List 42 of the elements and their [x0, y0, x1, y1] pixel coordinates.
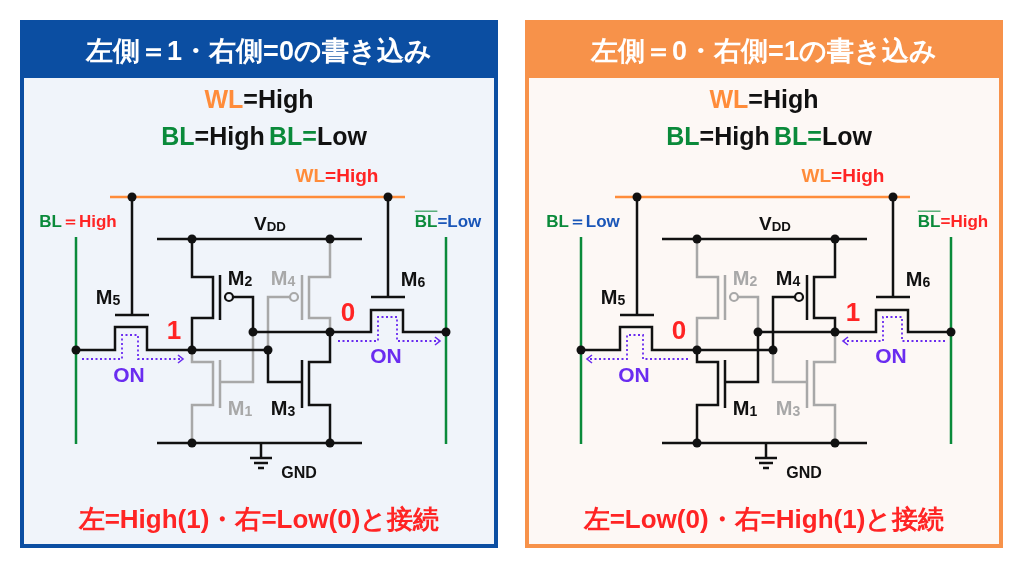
- transistor-label: M$_{2}$: [732, 266, 758, 290]
- transistor-label: M$_{6}$: [905, 267, 931, 291]
- signal-label: BL=Low: [414, 212, 482, 232]
- transistor-label: M$_{1}$: [227, 396, 253, 420]
- footer-text: 左=Low(0)・右=High(1)と接続: [583, 503, 945, 536]
- signal-label: WL=High: [709, 86, 819, 114]
- on-label: ON: [875, 344, 907, 368]
- logic-value: 1: [845, 297, 861, 327]
- supply-label: V$_{DD}$: [254, 213, 286, 235]
- footer-text: 左=High(1)・右=Low(0)と接続: [78, 503, 440, 536]
- logic-value: 1: [166, 315, 182, 345]
- transistor-label: M$_{4}$: [270, 266, 296, 290]
- ground-label: GND: [281, 464, 317, 482]
- panel: [525, 20, 1003, 548]
- signal-label: BL=High: [917, 212, 989, 232]
- transistor-label: M$_{2}$: [227, 266, 253, 290]
- signal-label: BL=High: [161, 123, 265, 151]
- panel-heading: 左側＝0・右側=1の書き込み: [529, 24, 999, 78]
- signal-label: BL＝High: [39, 212, 117, 232]
- transistor-label: M$_{6}$: [400, 267, 426, 291]
- transistor-label: M$_{1}$: [732, 396, 758, 420]
- signal-label: WL=High: [295, 165, 379, 187]
- transistor-label: M$_{4}$: [775, 266, 801, 290]
- on-label: ON: [618, 363, 650, 387]
- signal-label: BL=Low: [269, 123, 367, 151]
- transistor-label: M$_{3}$: [270, 396, 296, 420]
- logic-value: 0: [340, 297, 356, 327]
- on-label: ON: [370, 344, 402, 368]
- logic-value: 0: [671, 315, 687, 345]
- signal-label: BL=High: [666, 123, 770, 151]
- ground-label: GND: [786, 464, 822, 482]
- panel: [20, 20, 498, 548]
- transistor-label: M$_{3}$: [775, 396, 801, 420]
- signal-label: BL=Low: [774, 123, 872, 151]
- transistor-label: M$_{5}$: [95, 285, 121, 309]
- supply-label: V$_{DD}$: [759, 213, 791, 235]
- on-label: ON: [113, 363, 145, 387]
- signal-label: BL＝Low: [546, 212, 620, 232]
- signal-label: WL=High: [204, 86, 314, 114]
- transistor-label: M$_{5}$: [600, 285, 626, 309]
- panel-heading: 左側＝1・右側=0の書き込み: [24, 24, 494, 78]
- signal-label: WL=High: [801, 165, 885, 187]
